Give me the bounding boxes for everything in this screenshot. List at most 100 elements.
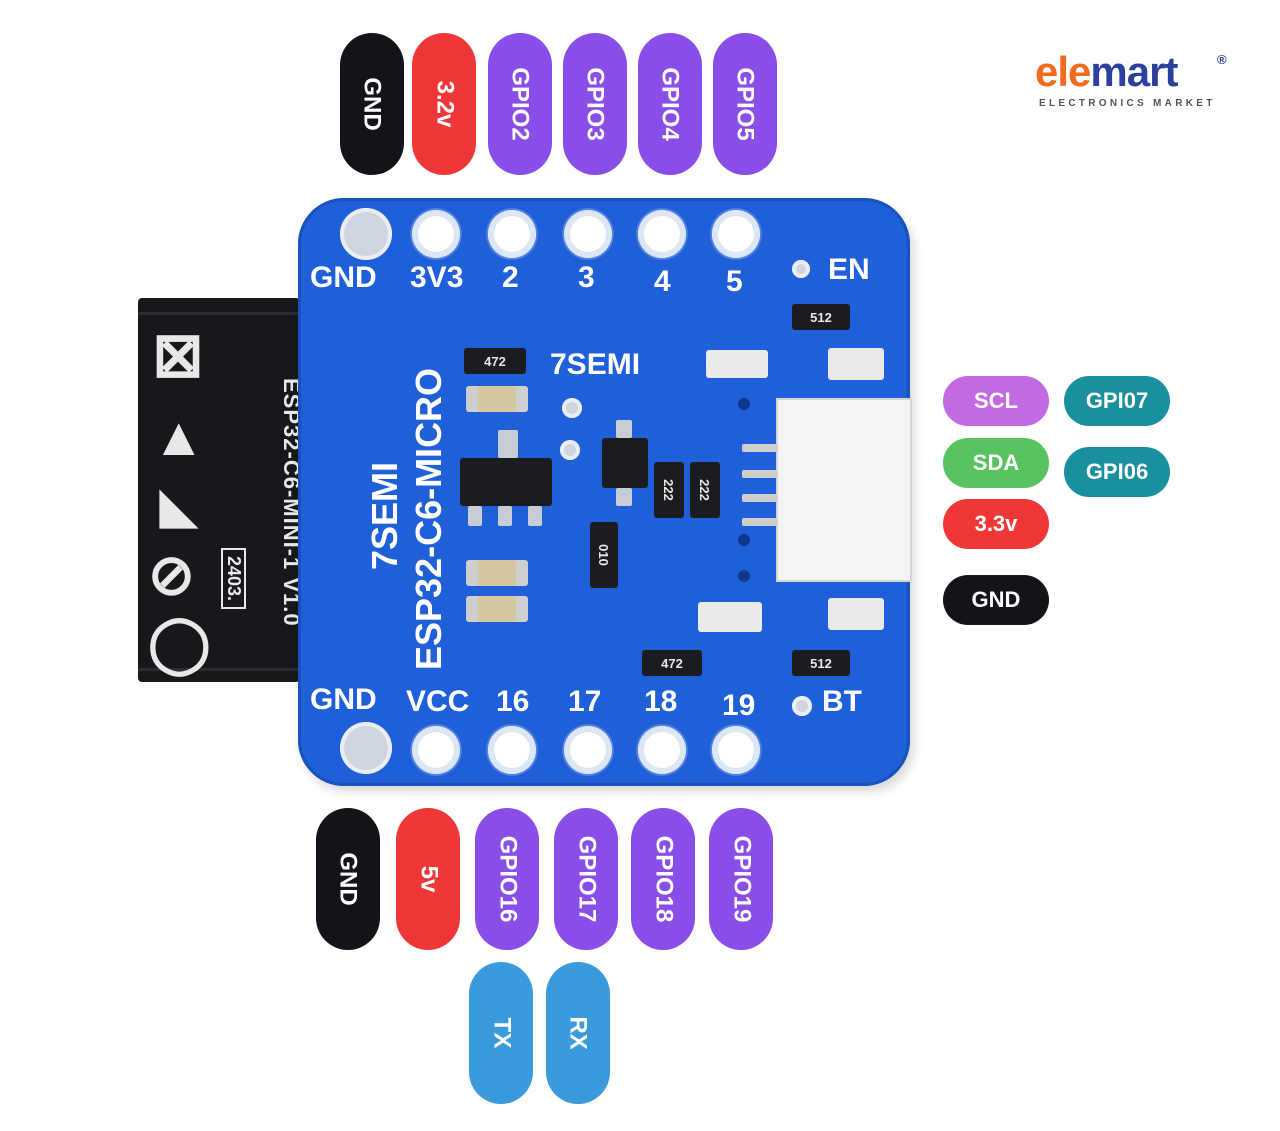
bottom-pin-gnd: GND <box>316 808 380 950</box>
test-point <box>562 398 582 418</box>
weee-bin-icon: ⊠ <box>152 321 204 390</box>
esp32-module: ⊠ ▲ ◣ ⊘ ◯ ESP32-C6-MINI-1 V1.0 2403. <box>138 298 304 682</box>
resistor-code: 010 <box>596 544 612 566</box>
pin-label: 5v <box>414 865 442 893</box>
silk-3: 3 <box>578 261 595 294</box>
silk-bt: BT <box>822 685 862 718</box>
resistor-code: 512 <box>810 309 832 325</box>
pin-label: TX <box>487 1017 515 1049</box>
pin-label: 3.2v <box>431 80 458 128</box>
silk-17: 17 <box>568 685 602 718</box>
brand-7semi-vertical: 7SEMI <box>364 461 405 570</box>
top-pin-gnd: GND <box>340 33 404 175</box>
silk-19: 19 <box>722 689 756 722</box>
pin-label: GPIO18 <box>650 835 677 923</box>
resistor-code: 472 <box>661 655 683 671</box>
silk-16: 16 <box>496 685 530 718</box>
logo-wordmark-part1: ele <box>1035 48 1091 95</box>
registered-mark: ® <box>1217 52 1227 67</box>
uart-pin-tx: TX <box>469 962 533 1104</box>
silk-3v3: 3V3 <box>410 261 464 294</box>
top-pad-3 <box>564 210 612 258</box>
pin-label: GPIO3 <box>582 67 610 141</box>
en-test-point <box>792 260 810 278</box>
capacitor <box>466 560 528 586</box>
mounting-hole <box>340 208 392 260</box>
resistor-472-top: 472 <box>464 348 526 374</box>
silk-en: EN <box>828 253 870 286</box>
bottom-pin-gpio18: GPIO18 <box>631 808 695 950</box>
ic-leg <box>528 506 542 526</box>
capacitor <box>466 386 528 412</box>
pcb-board: GND 3V3 2 3 4 5 EN GND VCC 16 17 18 19 B… <box>298 198 912 786</box>
resistor-512-bottom: 512 <box>792 650 850 676</box>
connector-pin <box>742 494 778 502</box>
logo-tagline: ELECTRONICS MARKET <box>1039 98 1216 109</box>
led <box>698 602 762 632</box>
smd-pad <box>828 598 884 630</box>
resistor-code: 472 <box>484 353 506 369</box>
module-stripe <box>138 668 300 671</box>
top-pad-4 <box>638 210 686 258</box>
bottom-pin-5v: 5v <box>396 808 460 950</box>
connector-pin <box>742 518 778 526</box>
top-pin-gpio4: GPIO4 <box>638 33 702 175</box>
bottom-pad-18 <box>638 726 686 774</box>
capacitor <box>466 596 528 622</box>
via <box>738 398 750 410</box>
elemart-logo: elemart ® ELECTRONICS MARKET <box>1035 48 1235 118</box>
hf-halogen-free-icon: ◯ <box>148 611 211 674</box>
module-stripe <box>138 312 300 315</box>
pb-free-icon: ⊘ <box>148 543 195 606</box>
top-pad-2 <box>488 210 536 258</box>
pin-label: GPIO4 <box>657 67 685 141</box>
resistor-code: 222 <box>697 479 713 501</box>
connector-pin <box>742 444 778 452</box>
bottom-pad-16 <box>488 726 536 774</box>
bt-test-point <box>792 696 812 716</box>
resistor-010: 010 <box>590 522 618 588</box>
resistor-222-b: 222 <box>690 462 720 518</box>
silk-vcc: VCC <box>406 685 470 718</box>
mounting-hole <box>340 722 392 774</box>
maker-logo-7semi: 7SEMI <box>550 348 641 381</box>
ic-leg <box>498 506 512 526</box>
test-point <box>560 440 580 460</box>
pin-label: GPIO2 <box>507 67 535 141</box>
diode-lead <box>616 488 632 506</box>
top-pad-3v3 <box>412 210 460 258</box>
conn-pin-gnd: GND <box>943 575 1049 625</box>
resistor-472-bottom: 472 <box>642 650 702 676</box>
conn-pin-3v3: 3.3v <box>943 499 1049 549</box>
top-pin-gpio5: GPIO5 <box>713 33 777 175</box>
conn-pin-sda: SDA <box>943 438 1049 488</box>
via <box>738 534 750 546</box>
logo-wordmark-part2: mart <box>1090 48 1178 95</box>
diode <box>602 438 648 488</box>
silk-2: 2 <box>502 261 519 294</box>
led <box>706 350 768 378</box>
pin-label: GPIO5 <box>732 67 760 141</box>
silk-gnd-bottom: GND <box>310 683 377 716</box>
silk-5: 5 <box>726 265 743 298</box>
logo-wordmark: elemart <box>1035 48 1178 96</box>
silk-gnd-top: GND <box>310 261 377 294</box>
bottom-pad-vcc <box>412 726 460 774</box>
pin-label: GPIO17 <box>573 835 600 923</box>
pin-label: GND <box>335 852 362 906</box>
resistor-222-a: 222 <box>654 462 684 518</box>
brand-model-vertical: ESP32-C6-MICRO <box>408 367 449 670</box>
bottom-pin-gpio19: GPIO19 <box>709 808 773 950</box>
pin-label: GPIO16 <box>494 835 521 923</box>
silk-4: 4 <box>654 265 671 298</box>
silk-18: 18 <box>644 685 678 718</box>
connector-pin <box>742 470 778 478</box>
esd-hand-icon: ◣ <box>160 480 197 533</box>
via <box>738 570 750 582</box>
pin-label: GPIO19 <box>728 835 755 923</box>
resistor-code: 512 <box>810 655 832 671</box>
esd-warning-icon: ▲ <box>152 407 206 467</box>
pin-label: GND <box>359 77 386 131</box>
bottom-pin-gpio16: GPIO16 <box>475 808 539 950</box>
ic-tab <box>498 430 518 458</box>
